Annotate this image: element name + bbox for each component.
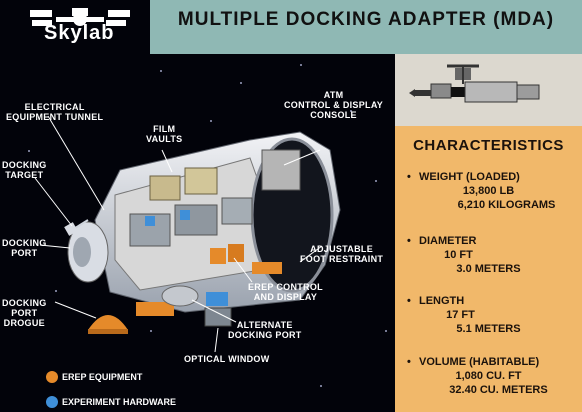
characteristics-heading: CHARACTERISTICS — [413, 137, 564, 154]
label-film-vaults: FILM VAULTS — [146, 124, 183, 144]
spec-label: DIAMETER — [419, 235, 477, 247]
label-docking-port: DOCKING PORT — [2, 238, 47, 258]
spec-value: 3.0 METERS — [456, 263, 521, 275]
header: Skylab MULTIPLE DOCKING ADAPTER (MDA) — [0, 0, 582, 54]
spec-value: 13,800 LB — [462, 185, 515, 197]
label-erep-control: EREP CONTROL AND DISPLAY — [248, 282, 323, 302]
legend-experiment-label: EXPERIMENT HARDWARE — [62, 397, 177, 407]
bullet-icon: • — [407, 295, 411, 307]
label-atm-console: ATM CONTROL & DISPLAY CONSOLE — [284, 90, 384, 120]
bullet-icon: • — [407, 235, 411, 247]
label-alternate-docking-port: ALTERNATE DOCKING PORT — [228, 320, 302, 340]
label-adjustable-foot-restraint: ADJUSTABLE FOOT RESTRAINT — [300, 244, 384, 264]
spec-value: 10 FT — [444, 249, 473, 261]
bullet-icon: • — [407, 171, 411, 183]
label-docking-target: DOCKING TARGET — [2, 160, 47, 180]
spec-value: 6,210 KILOGRAMS — [457, 199, 556, 211]
spec-value: 32.40 CU. METERS — [449, 384, 548, 396]
spec-label: VOLUME (HABITABLE) — [419, 356, 540, 368]
location-diagram-panel — [395, 54, 582, 126]
spec-value: 17 FT — [446, 309, 475, 321]
mda-cutaway-illustration — [34, 115, 341, 353]
skylab-logo — [30, 8, 130, 26]
logo-area: Skylab — [0, 0, 150, 54]
spec-label: WEIGHT (LOADED) — [419, 171, 520, 183]
bullet-icon: • — [407, 356, 411, 368]
label-electrical-tunnel: ELECTRICAL EQUIPMENT TUNNEL — [6, 102, 104, 122]
characteristics-panel: CHARACTERISTICS • WEIGHT (LOADED) 13,800… — [395, 126, 582, 412]
logo-text: Skylab — [44, 22, 115, 44]
spec-label: LENGTH — [419, 295, 465, 307]
legend-erep-label: EREP EQUIPMENT — [62, 372, 143, 382]
legend-erep-swatch — [46, 371, 58, 383]
label-optical-window: OPTICAL WINDOW — [184, 354, 270, 364]
spec-value: 1,080 CU. FT — [455, 370, 522, 382]
page-title: MULTIPLE DOCKING ADAPTER (MDA) — [177, 9, 555, 30]
spec-value: 5.1 METERS — [456, 323, 521, 335]
label-docking-port-drogue: DOCKING PORT DROGUE — [2, 298, 47, 328]
skylab-location-diagram — [409, 64, 540, 103]
legend-experiment-swatch — [46, 396, 58, 408]
